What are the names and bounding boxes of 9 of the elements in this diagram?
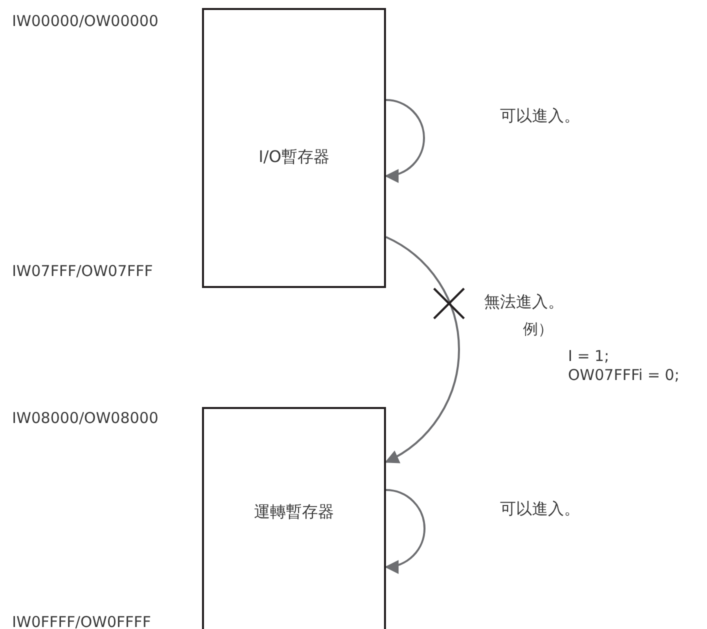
register-name: 運轉暫存器 [253,502,335,523]
arrow [384,99,425,182]
address-label: IW00000/OW00000 [12,12,158,30]
arrow [384,489,426,574]
address-label: IW0FFFF/OW0FFFF [12,613,152,629]
address-label: IW08000/OW08000 [12,409,158,427]
arrow [384,236,460,463]
address-label: IW07FFF/OW07FFF [12,262,153,280]
register-name: I/O暫存器 [258,147,330,168]
